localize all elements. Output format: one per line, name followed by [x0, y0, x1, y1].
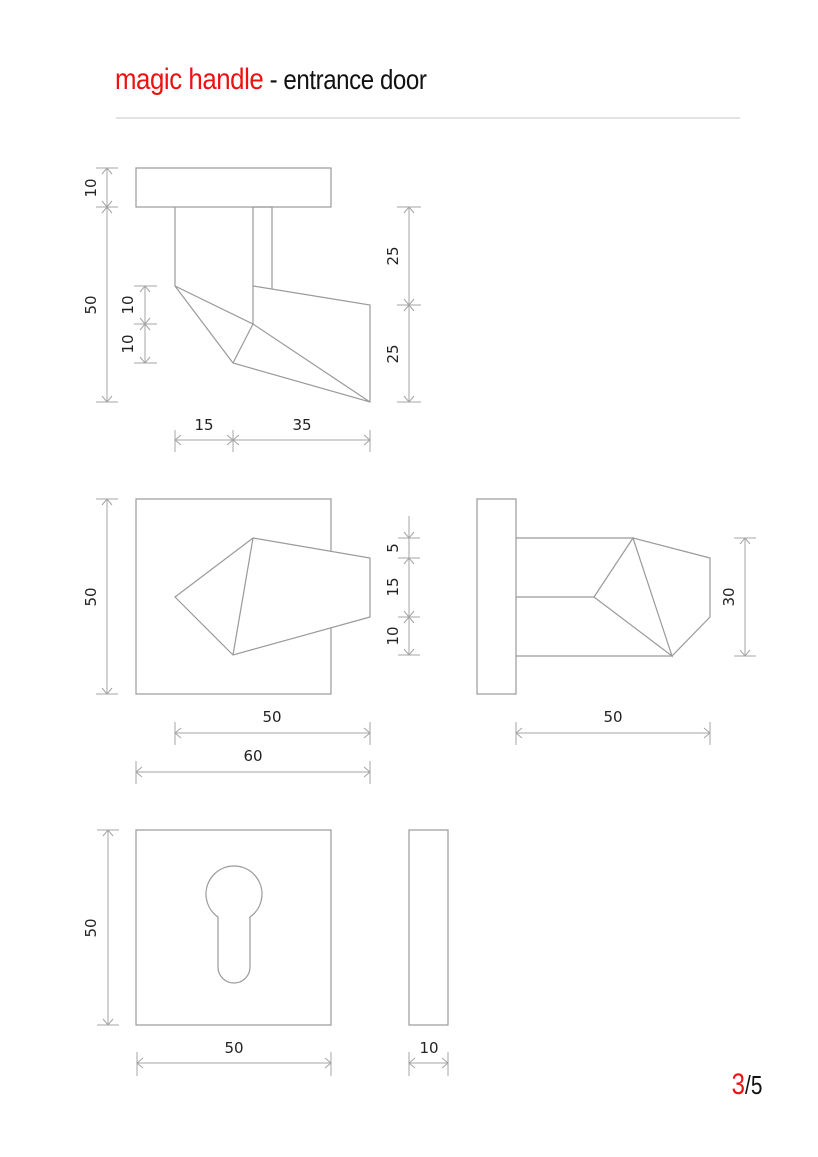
side-view: 10 50 10 10 25 25 15 35 [82, 167, 421, 452]
stem [174, 207, 254, 325]
dim-lever-width: 50 [262, 708, 281, 726]
lever-top-outline [516, 537, 711, 657]
dim-tip-top: 5 [384, 543, 402, 553]
escutcheon-edge [408, 829, 449, 1026]
rose-plate [135, 167, 332, 208]
dim-right-upper: 25 [384, 246, 402, 265]
dim-left-offset: 15 [194, 416, 213, 434]
dim-rose-thickness: 10 [82, 178, 100, 197]
lever-facets [232, 323, 371, 403]
page-separator: / [744, 1070, 751, 1100]
dim-escutcheon-width: 50 [224, 1039, 243, 1057]
dim-lever-length: 35 [292, 416, 311, 434]
dim-escutcheon-thickness: 10 [419, 1039, 438, 1057]
product-subtitle: entrance door [283, 64, 427, 95]
top-view: 30 50 [476, 498, 756, 745]
title-separator: - [263, 64, 284, 95]
lever-top-facets [516, 536, 674, 658]
dim-total-height: 50 [82, 295, 100, 314]
rose-edge [476, 498, 517, 695]
keyhole-icon [205, 865, 263, 984]
product-name: magic handle [115, 63, 264, 96]
lever-body [174, 285, 371, 403]
dim-knuckle-lower: 10 [119, 334, 137, 353]
header-divider [116, 117, 740, 119]
escutcheon-front-view: 50 50 [82, 829, 332, 1076]
dim-tip-bottom: 10 [384, 626, 402, 645]
page-number: 3/5 [731, 1068, 762, 1102]
escutcheon-side-view: 10 [408, 829, 449, 1076]
dim-lever-projection: 50 [603, 708, 622, 726]
dim-right-lower: 25 [384, 344, 402, 363]
page-current: 3 [731, 1068, 745, 1101]
lever-outline [174, 537, 371, 656]
dim-overall-width: 60 [243, 747, 262, 765]
dim-rose-height: 50 [82, 587, 100, 606]
dim-lever-depth: 30 [720, 587, 738, 606]
front-view: 50 5 15 10 50 60 [82, 498, 420, 784]
dim-escutcheon-height: 50 [82, 918, 100, 937]
page-total: 5 [750, 1070, 762, 1100]
dim-tip-height: 15 [384, 577, 402, 596]
page-title: magic handle - entrance door [115, 62, 427, 98]
escutcheon-plate [135, 829, 332, 1026]
dim-knuckle-upper: 10 [119, 295, 137, 314]
